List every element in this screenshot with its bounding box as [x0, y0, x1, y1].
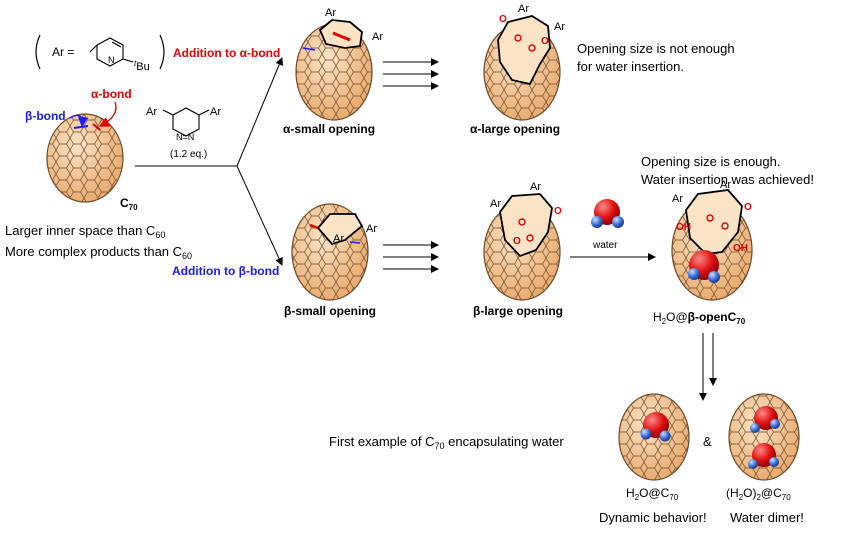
- alpha-small-label: α-small opening: [283, 122, 375, 136]
- beta-reaction-arrows: [383, 241, 439, 273]
- alpha-addition-label: Addition to α-bond: [173, 46, 280, 60]
- product-ar1: Ar: [672, 193, 683, 205]
- alpha-reaction-arrows: [383, 58, 439, 90]
- water-molecule-icon: [591, 199, 624, 228]
- product-oh2: OH: [733, 243, 748, 254]
- alpha-large-o2: O: [541, 36, 549, 47]
- down-arrows: [699, 333, 717, 401]
- beta-large-cage: [483, 193, 561, 301]
- beta-large-o1: O: [554, 206, 562, 217]
- h2o-dimer-at-c70-cage: [728, 393, 800, 481]
- h2o-open-c70-cage: [671, 189, 753, 301]
- product-oh1: OH: [676, 222, 691, 233]
- beta-large-label: β-large opening: [473, 304, 563, 318]
- alpha-small-ar1: Ar: [325, 7, 336, 19]
- water-label: water: [592, 240, 618, 251]
- right-product-label: (H2O)2@C70: [726, 486, 791, 502]
- alpha-large-ar3: Ar: [518, 3, 529, 15]
- alpha-large-o1: O: [499, 14, 507, 25]
- alpha-small-cage: [295, 19, 373, 121]
- beta-small-ar1: Ar: [333, 233, 344, 245]
- alpha-bond-arrow: [98, 101, 117, 127]
- pyridine-ring-icon: [89, 37, 134, 67]
- product-ar2: Ar: [720, 179, 731, 191]
- reagent-n-label: N=N: [176, 132, 194, 142]
- alpha-note-line2: for water insertion.: [577, 59, 684, 74]
- beta-large-ar2: Ar: [530, 181, 541, 193]
- left-product-label: H2O@C70: [626, 486, 679, 502]
- right-product-note: Water dimer!: [730, 510, 804, 525]
- reagent-ar-right: Ar: [210, 106, 221, 118]
- c70-description-2: More complex products than C60: [5, 244, 192, 261]
- c70-name-label: C70: [120, 196, 138, 212]
- c70-description-1: Larger inner space than C60: [5, 223, 165, 240]
- ar-definition: Ar = N tBu: [35, 34, 165, 73]
- beta-small-ar2: Ar: [366, 223, 377, 235]
- alpha-large-cage: [483, 15, 561, 121]
- beta-note-line1: Opening size is enough.: [641, 154, 780, 169]
- ampersand: &: [703, 434, 712, 449]
- h2o-at-c70-cage: [618, 393, 690, 481]
- beta-small-label: β-small opening: [284, 304, 376, 318]
- reagent-equiv-label: (1.2 eq.): [170, 149, 207, 160]
- beta-bond-arrow: [69, 114, 89, 128]
- beta-addition-label: Addition to β-bond: [172, 264, 279, 278]
- pyridazine-reagent-icon: [162, 107, 210, 137]
- alpha-note-line1: Opening size is not enough: [577, 41, 735, 56]
- tbu-label: tBu: [134, 59, 150, 73]
- product-o1: O: [744, 202, 752, 213]
- svg-text:N: N: [108, 55, 115, 65]
- alpha-bond-label: α-bond: [91, 87, 132, 101]
- beta-large-ar1: Ar: [490, 198, 501, 210]
- product-label: H2O@β-openC70: [653, 310, 746, 326]
- c70-starting-cage: [46, 113, 124, 203]
- beta-bond-label: β-bond: [25, 109, 66, 123]
- final-caption: First example of C70 encapsulating water: [329, 434, 564, 451]
- alpha-large-ar4: Ar: [554, 21, 565, 33]
- beta-note-line2: Water insertion was achieved!: [641, 172, 814, 187]
- beta-small-cage: [291, 203, 369, 301]
- alpha-large-label: α-large opening: [470, 122, 560, 136]
- reagent-ar-left: Ar: [146, 106, 157, 118]
- left-product-note: Dynamic behavior!: [599, 510, 707, 525]
- beta-large-o2: O: [513, 236, 521, 247]
- branch-arrow: [135, 57, 283, 266]
- alpha-small-ar2: Ar: [372, 31, 383, 43]
- ar-equals-label: Ar =: [52, 45, 74, 59]
